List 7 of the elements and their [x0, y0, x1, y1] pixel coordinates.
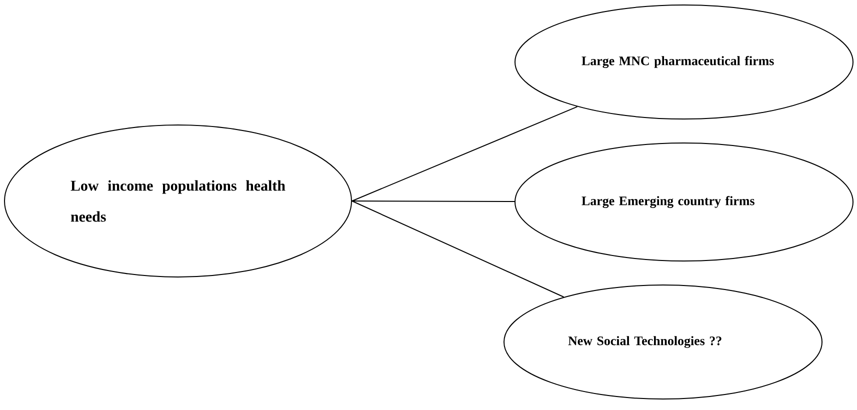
ellipse-node: Large MNC pharmaceutical firms: [514, 4, 854, 120]
connector-line: [352, 200, 516, 202]
ellipse-node: Large Emerging country firms: [514, 142, 854, 262]
ellipse-node: Low income populations health needs: [4, 124, 352, 278]
ellipse-node: New Social Technologies ??: [504, 284, 822, 400]
connector-line: [352, 200, 564, 298]
connector-line: [352, 106, 578, 202]
